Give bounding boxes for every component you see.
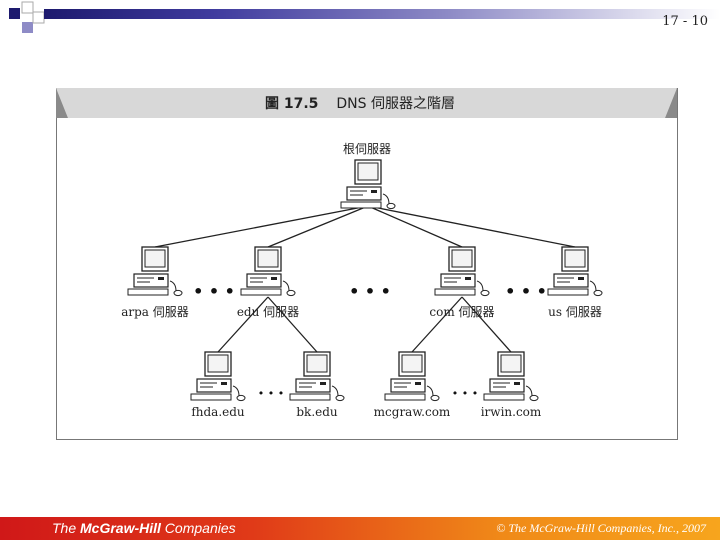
header-gradient-bar — [44, 9, 720, 19]
arpa-server-label: arpa 伺服器 — [121, 305, 189, 319]
fhda-host-label: fhda.edu — [191, 405, 245, 419]
edu-server-icon — [240, 246, 296, 297]
copyright-notice: © The McGraw-Hill Companies, Inc., 2007 — [496, 521, 706, 535]
logo-suffix: Companies — [160, 520, 236, 536]
ellipsis-mcgraw-irwin: • • • — [452, 387, 478, 400]
connector-lines — [154, 205, 576, 353]
figure-number: 圖 17.5 — [264, 96, 319, 112]
figure-title: DNS 伺服器之階層 — [336, 96, 455, 112]
ellipsis-com-us: • • • — [505, 282, 547, 301]
slide-footer: The McGraw-Hill Companies © The McGraw-H… — [0, 517, 720, 540]
bk-host-label: bk.edu — [296, 405, 338, 419]
figure-caption: 圖 17.5 DNS 伺服器之階層 — [0, 93, 720, 113]
caption-band — [56, 88, 677, 118]
fhda-host-icon — [190, 351, 246, 402]
slide-number: 17 - 10 — [662, 14, 708, 29]
arpa-server-icon — [127, 246, 183, 297]
root-server-label: 根伺服器 — [343, 142, 391, 156]
logo-brand: McGraw-Hill — [80, 520, 161, 536]
com-server-icon — [434, 246, 490, 297]
com-server-label: com 伺服器 — [429, 305, 494, 319]
edu-server-label: edu 伺服器 — [237, 305, 299, 319]
slide-header: 17 - 10 — [0, 0, 720, 40]
logo-prefix: The — [52, 520, 81, 536]
mcgraw-host-icon — [384, 351, 440, 402]
us-server-icon — [547, 246, 603, 297]
irwin-host-icon — [483, 351, 539, 402]
mcgraw-hill-logo: The McGraw-Hill Companies — [52, 520, 236, 536]
us-server-label: us 伺服器 — [548, 305, 602, 319]
bk-host-icon — [289, 351, 345, 402]
root-server-icon — [340, 159, 396, 210]
mcgraw-host-label: mcgraw.com — [374, 405, 451, 419]
ellipsis-arpa-edu: • • • — [193, 282, 235, 301]
ellipsis-fhda-bk: • • • — [258, 387, 284, 400]
ellipsis-edu-com: • • • — [349, 282, 391, 301]
irwin-host-label: irwin.com — [481, 405, 542, 419]
